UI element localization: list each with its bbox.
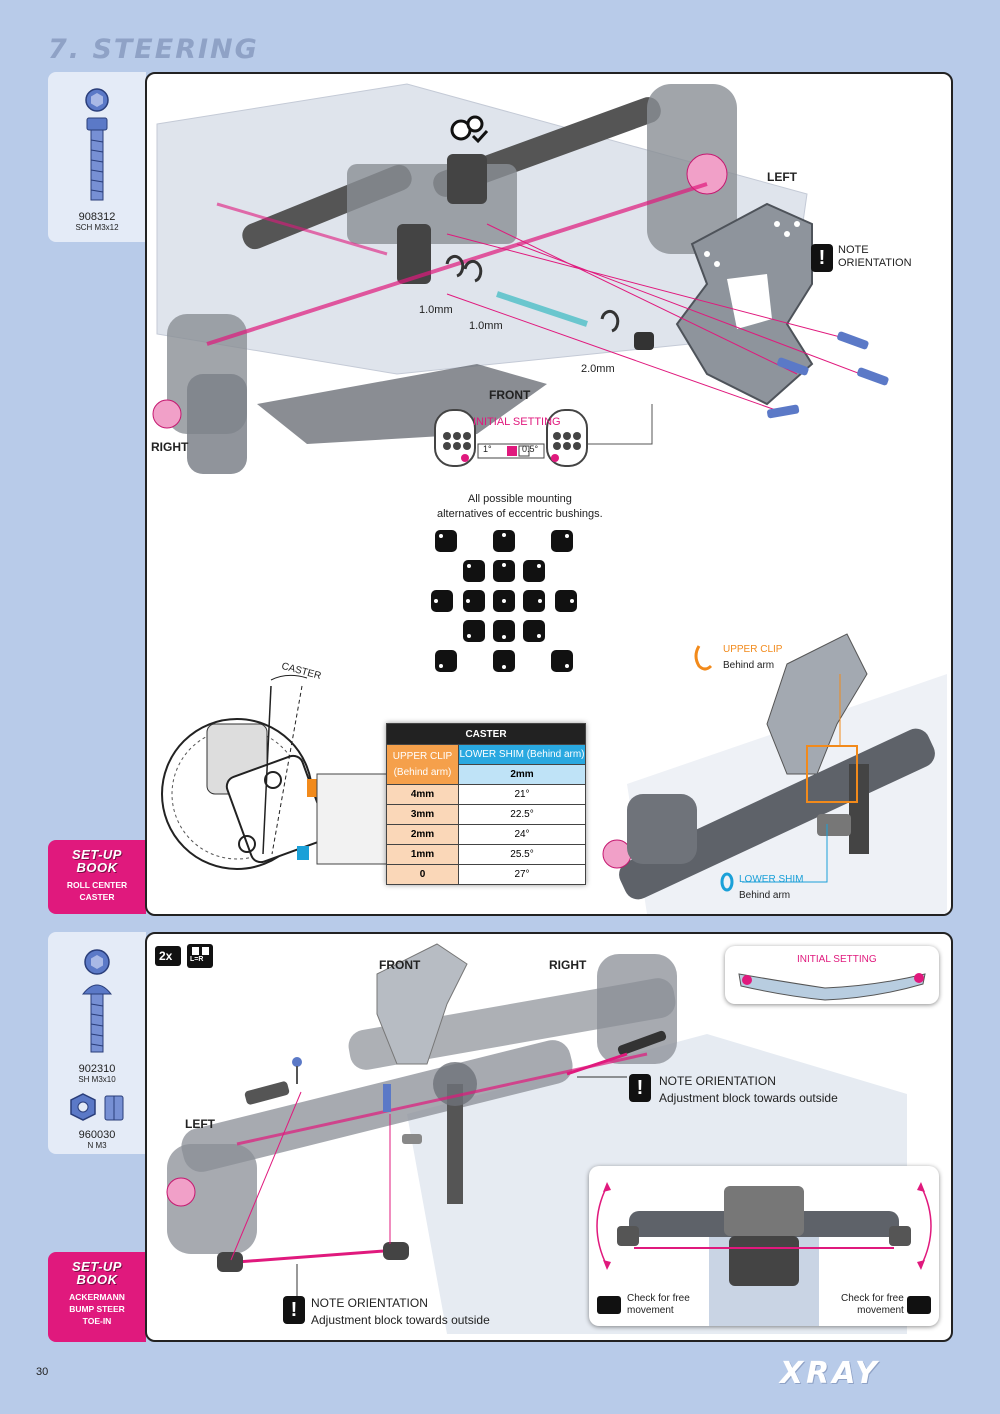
bushing-option bbox=[523, 560, 545, 582]
shim-label-1: 1.0mm bbox=[419, 304, 453, 316]
cap-screw-icon bbox=[85, 88, 109, 201]
step2-panel: 2x L=R FRONT RIGHT LEFT INITIAL SETTING … bbox=[145, 932, 953, 1342]
bushing-option bbox=[493, 590, 515, 612]
bushing-option bbox=[493, 620, 515, 642]
part-card-902310: 902310 SH M3x10 960030 N M3 bbox=[48, 932, 146, 1154]
bushing-option bbox=[435, 650, 457, 672]
upper-clip-sub: Behind arm bbox=[723, 660, 775, 671]
part-code: 960030 bbox=[78, 1129, 116, 1141]
caster-table: CASTER UPPER CLIP(Behind arm) LOWER SHIM… bbox=[386, 723, 586, 885]
bushing-option bbox=[523, 590, 545, 612]
note-orientation-sub: Adjustment block towards outside bbox=[311, 1313, 490, 1327]
free-movement-diagram bbox=[596, 1182, 932, 1326]
table-row: 3mm 22.5° bbox=[386, 804, 586, 825]
table-row: 0 27° bbox=[386, 864, 586, 885]
lr-label: L=R bbox=[190, 956, 204, 963]
bushing-option bbox=[431, 590, 453, 612]
part-card-908312: 908312 SCH M3x12 bbox=[48, 72, 146, 242]
steering-link-icon bbox=[738, 973, 926, 1001]
part-desc: N M3 bbox=[87, 1141, 107, 1150]
xray-logo: XRAY bbox=[780, 1356, 880, 1391]
button-head-screw-icon bbox=[81, 949, 113, 1053]
note-orientation-title: NOTE ORIENTATION bbox=[311, 1296, 428, 1310]
warning-icon: ! bbox=[283, 1296, 305, 1324]
right-label: RIGHT bbox=[549, 958, 587, 972]
nut-icon bbox=[70, 1093, 124, 1121]
left-label: LEFT bbox=[185, 1117, 215, 1131]
part-desc: SH M3x10 bbox=[78, 1075, 116, 1084]
step1-assembly-diagram bbox=[152, 83, 947, 914]
bushing-option bbox=[463, 560, 485, 582]
bushing-option bbox=[463, 620, 485, 642]
initial-setting-label: INITIAL SETTING bbox=[797, 954, 877, 965]
bushing-option bbox=[551, 650, 573, 672]
page-title: 7. STEERING bbox=[48, 34, 259, 65]
page-number: 30 bbox=[36, 1366, 49, 1378]
bushing-option bbox=[551, 530, 573, 552]
col-header-upper-clip: UPPER CLIP(Behind arm) bbox=[386, 744, 459, 785]
front-label: FRONT bbox=[489, 388, 531, 402]
initial-setting-label: INITIAL SETTING bbox=[473, 416, 561, 428]
bushing-option bbox=[523, 620, 545, 642]
shim-label-2: 1.0mm bbox=[469, 320, 503, 332]
caster-table-title: CASTER bbox=[386, 723, 586, 745]
initial-setting-card: INITIAL SETTING bbox=[725, 946, 939, 1004]
bushing-option bbox=[435, 530, 457, 552]
bushing-option bbox=[493, 560, 515, 582]
shim-label-3: 2.0mm bbox=[581, 363, 615, 375]
warning-icon: ! bbox=[629, 1074, 651, 1102]
hardware-check-icon bbox=[450, 115, 489, 144]
table-row: 2mm 24° bbox=[386, 824, 586, 845]
angle-2-label: 0.5° bbox=[522, 444, 539, 454]
note-orientation-title: NOTE ORIENTATION bbox=[659, 1074, 776, 1088]
bushing-option bbox=[463, 590, 485, 612]
col-header-lower-shim: LOWER SHIM (Behind arm) bbox=[458, 744, 586, 765]
part-desc: SCH M3x12 bbox=[75, 223, 119, 232]
warning-icon: ! bbox=[811, 244, 833, 272]
upper-clip-label: UPPER CLIP bbox=[723, 644, 783, 655]
table-row: 1mm 25.5° bbox=[386, 844, 586, 865]
lower-shim-sub: Behind arm bbox=[739, 890, 791, 901]
lower-shim-label: LOWER SHIM bbox=[739, 874, 804, 885]
col-header-lower-shim-value: 2mm bbox=[458, 764, 586, 785]
angle-1-label: 1° bbox=[483, 444, 492, 454]
bushing-option bbox=[555, 590, 577, 612]
front-label: FRONT bbox=[379, 958, 421, 972]
table-row: 4mm 21° bbox=[386, 784, 586, 805]
right-label: RIGHT bbox=[151, 440, 189, 454]
quantity-label: 2x bbox=[159, 949, 173, 963]
bushing-option bbox=[493, 530, 515, 552]
left-label: LEFT bbox=[767, 170, 797, 184]
part-code: 908312 bbox=[78, 211, 116, 223]
lr-icon bbox=[187, 944, 213, 968]
bushing-option bbox=[493, 650, 515, 672]
part-code: 902310 bbox=[78, 1063, 116, 1075]
note-orientation-sub: Adjustment block towards outside bbox=[659, 1091, 838, 1105]
